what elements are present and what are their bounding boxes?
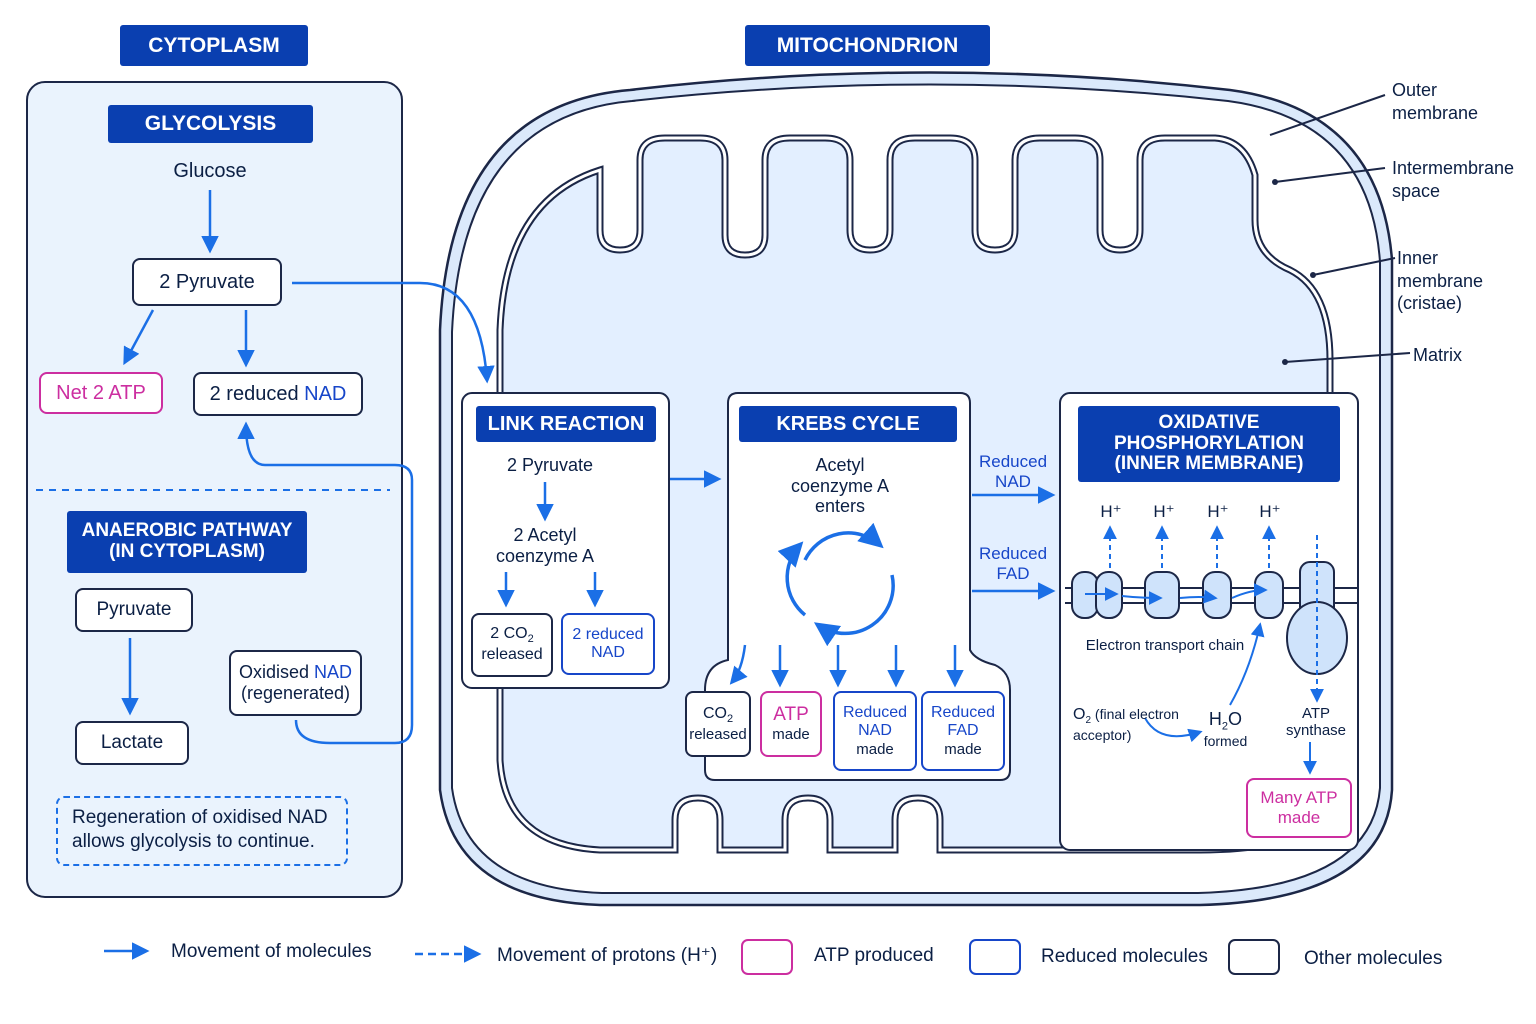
legend-protons: Movement of protons (H⁺) — [497, 945, 718, 966]
anaerobic-header: ANAEROBIC PATHWAY (IN CYTOPLASM) — [67, 511, 307, 573]
krebs-nad-box: Reduced NAD made — [833, 691, 917, 771]
legend-atp: ATP produced — [814, 945, 934, 966]
lactate-box: Lactate — [75, 721, 189, 765]
transfer-reduced-fad: Reduced FAD — [978, 544, 1048, 583]
krebs-fad-box: Reduced FAD made — [921, 691, 1005, 771]
h2o-a: H — [1208, 709, 1222, 729]
o2-label: O2 (final electron acceptor) — [1073, 688, 1193, 743]
inner-membrane-label: Inner membrane (cristae) — [1397, 248, 1484, 313]
krebs-atp-box: ATP made — [760, 691, 822, 757]
krebs-co2-box: CO2 released — [685, 691, 751, 757]
krebs-atp-label: ATP — [773, 704, 809, 726]
acetyl-coa-label: 2 Acetyl coenzyme A — [495, 525, 595, 566]
regeneration-note: Regeneration of oxidised NAD allows glyc… — [56, 796, 348, 866]
link-co2-sub: 2 — [527, 633, 534, 646]
etc-label: Electron transport chain — [1085, 637, 1245, 654]
reduced-nad-prefix: 2 reduced — [209, 382, 305, 405]
legend-other-swatch — [1228, 939, 1280, 975]
krebs-co2-a: CO — [702, 704, 727, 722]
many-atp-box: Many ATP made — [1246, 778, 1352, 838]
link-pyruvate-label: 2 Pyruvate — [506, 455, 594, 475]
o2-b: (final electron acceptor) — [1073, 705, 1179, 743]
h2o-b: O — [1228, 709, 1243, 729]
mitochondrion-header: MITOCHONDRION — [745, 25, 990, 66]
pyruvate-box: 2 Pyruvate — [132, 258, 282, 306]
cytoplasm-panel — [26, 81, 403, 898]
outer-membrane-label: Outer membrane — [1392, 80, 1479, 123]
krebs-nad-made: made — [856, 740, 894, 758]
krebs-fad-label: Reduced FAD — [930, 703, 996, 740]
reduced-nad-box: 2 reduced NAD — [193, 372, 363, 416]
legend-atp-swatch — [741, 939, 793, 975]
h-plus-2: H⁺ — [1153, 502, 1175, 521]
krebs-nad-label: Reduced NAD — [842, 703, 908, 740]
h2o-formed: formed — [1203, 733, 1248, 750]
legend-other: Other molecules — [1304, 948, 1443, 969]
krebs-co2-sub: 2 — [726, 713, 734, 726]
link-co2-a: 2 CO — [490, 625, 528, 643]
glycolysis-header: GLYCOLYSIS — [108, 105, 313, 143]
cytoplasm-header: CYTOPLASM — [120, 25, 308, 66]
link-reaction-header: LINK REACTION — [476, 406, 656, 442]
oxidised-nad-box: Oxidised NAD (regenerated) — [229, 650, 362, 716]
atp-synthase-label: ATP synthase — [1285, 705, 1347, 740]
h2o-sub: 2 — [1221, 720, 1229, 733]
anaerobic-pyruvate-box: Pyruvate — [75, 588, 193, 632]
h-plus-4: H⁺ — [1259, 502, 1281, 521]
h-plus-1: H⁺ — [1100, 502, 1122, 521]
link-co2-box: 2 CO2 released — [471, 613, 553, 677]
krebs-enters-label: Acetyl coenzyme A enters — [790, 455, 890, 517]
intermembrane-label: Intermembrane space — [1392, 158, 1515, 201]
matrix-label: Matrix — [1413, 345, 1462, 365]
o2-a: O — [1073, 705, 1086, 723]
glucose-label: Glucose — [173, 160, 247, 182]
legend-reduced: Reduced molecules — [1041, 946, 1208, 967]
h-plus-3: H⁺ — [1207, 502, 1229, 521]
oxidised-prefix: Oxidised — [238, 662, 315, 683]
regenerated-label: (regenerated) — [240, 683, 351, 703]
oxphos-panel — [1059, 392, 1359, 851]
reduced-nad-suffix: NAD — [304, 382, 347, 405]
link-reduced-nad-box: 2 reduced NAD — [561, 613, 655, 675]
krebs-cycle-header: KREBS CYCLE — [739, 406, 957, 442]
legend-reduced-swatch — [969, 939, 1021, 975]
oxidised-nad: NAD — [314, 662, 353, 683]
krebs-atp-made: made — [772, 726, 810, 744]
oxphos-header: OXIDATIVE PHOSPHORYLATION (INNER MEMBRAN… — [1078, 406, 1340, 482]
krebs-cycle-icon — [777, 522, 895, 647]
o2-sub: 2 — [1085, 714, 1092, 726]
legend-molecules: Movement of molecules — [171, 941, 372, 962]
krebs-fad-made: made — [944, 740, 982, 758]
h2o-label: H2O formed — [1198, 709, 1253, 749]
transfer-reduced-nad: Reduced NAD — [978, 452, 1048, 491]
net-atp-box: Net 2 ATP — [39, 372, 163, 414]
krebs-co2-released: released — [689, 725, 747, 743]
link-co2-released: released — [481, 646, 543, 664]
